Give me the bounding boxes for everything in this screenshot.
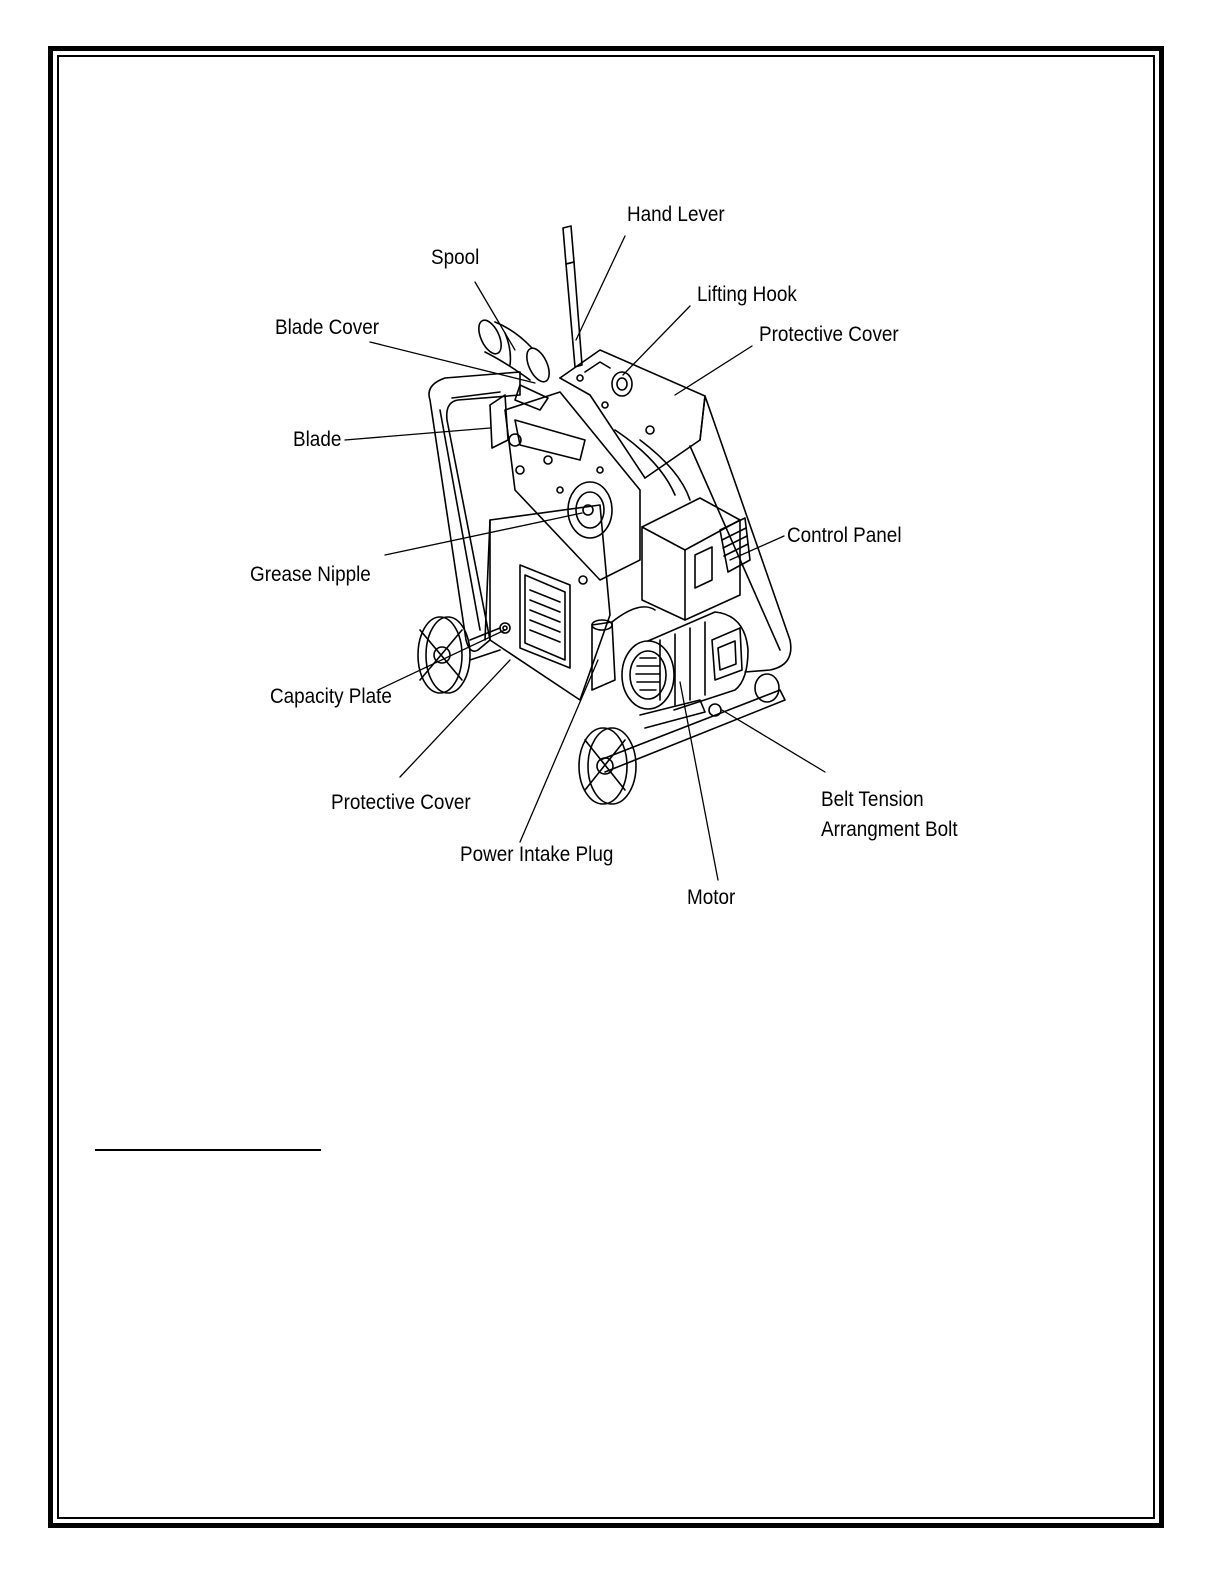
label-protective-cover-bottom: Protective Cover bbox=[331, 791, 471, 814]
label-power-intake-plug: Power Intake Plug bbox=[460, 843, 613, 866]
divider-line bbox=[95, 1149, 321, 1151]
head-block bbox=[560, 350, 705, 478]
label-blade-cover: Blade Cover bbox=[275, 316, 379, 339]
wheel-left bbox=[418, 617, 470, 693]
label-belt-tension-line2: Arrangment Bolt bbox=[821, 818, 958, 841]
motor bbox=[622, 612, 748, 710]
label-control-panel: Control Panel bbox=[787, 524, 902, 547]
grease-nipple-hub bbox=[568, 482, 612, 538]
label-lifting-hook: Lifting Hook bbox=[697, 283, 797, 306]
hand-lever bbox=[563, 226, 582, 367]
label-hand-lever: Hand Lever bbox=[627, 203, 725, 226]
wheel-right bbox=[579, 728, 636, 804]
power-intake-plug bbox=[592, 607, 655, 690]
base-frame bbox=[470, 628, 785, 772]
label-belt-tension-line1: Belt Tension bbox=[821, 788, 924, 811]
label-motor: Motor bbox=[687, 886, 735, 909]
label-spool: Spool bbox=[431, 246, 479, 269]
wheel-rear bbox=[755, 674, 779, 702]
label-protective-cover-top: Protective Cover bbox=[759, 323, 899, 346]
label-grease-nipple: Grease Nipple bbox=[250, 563, 371, 586]
leader-lines bbox=[345, 236, 825, 880]
label-capacity-plate: Capacity Plate bbox=[270, 685, 392, 708]
blade-plate bbox=[490, 385, 640, 580]
label-blade: Blade bbox=[293, 428, 341, 451]
